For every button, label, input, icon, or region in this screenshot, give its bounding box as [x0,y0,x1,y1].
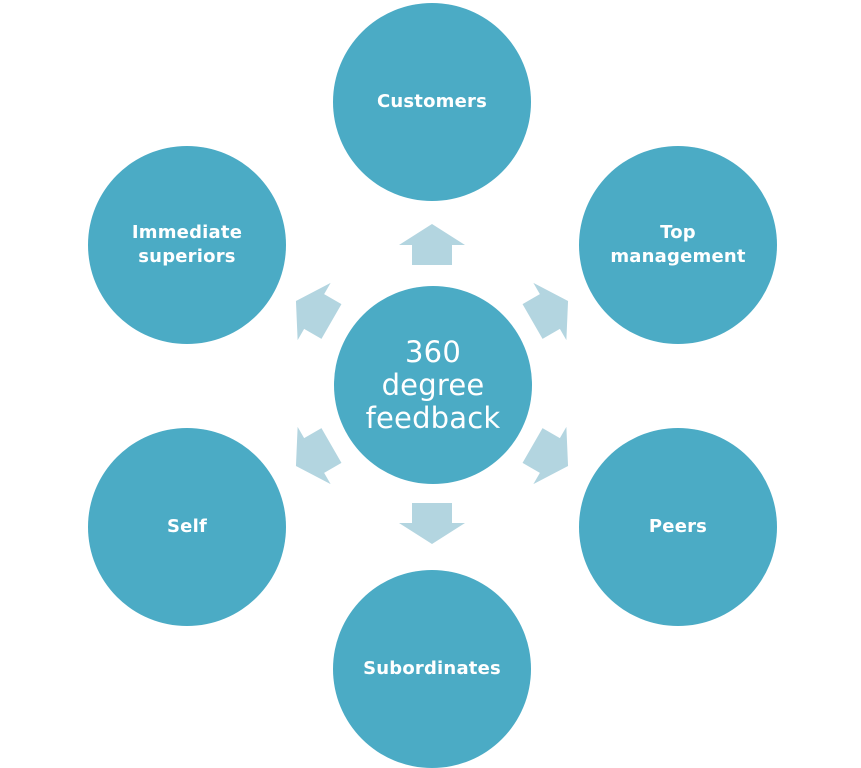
node-immediate-superiors-label: Immediate superiors [131,222,243,267]
node-self-label: Self [167,516,207,537]
node-peers-label: Peers [648,516,708,537]
arrow-to-top-management [522,282,569,341]
node-subordinates-label: Subordinates [363,658,501,679]
node-customers: Customers [333,3,531,201]
node-top-management: Top management [579,146,777,344]
node-subordinates: Subordinates [333,570,531,768]
node-self: Self [88,428,286,626]
center-label: 360 degree feedback [365,334,501,435]
node-immediate-superiors: Immediate superiors [88,146,286,344]
node-customers-label: Customers [376,91,488,112]
node-top-management-label: Top management [610,222,746,267]
arrow-to-immediate-superiors [295,282,342,341]
center-node: 360 degree feedback [334,286,532,484]
node-peers: Peers [579,428,777,626]
arrow-to-self [295,426,342,485]
arrow-to-subordinates [399,503,465,544]
arrow-to-peers [522,426,569,485]
arrow-to-customers [399,224,465,265]
